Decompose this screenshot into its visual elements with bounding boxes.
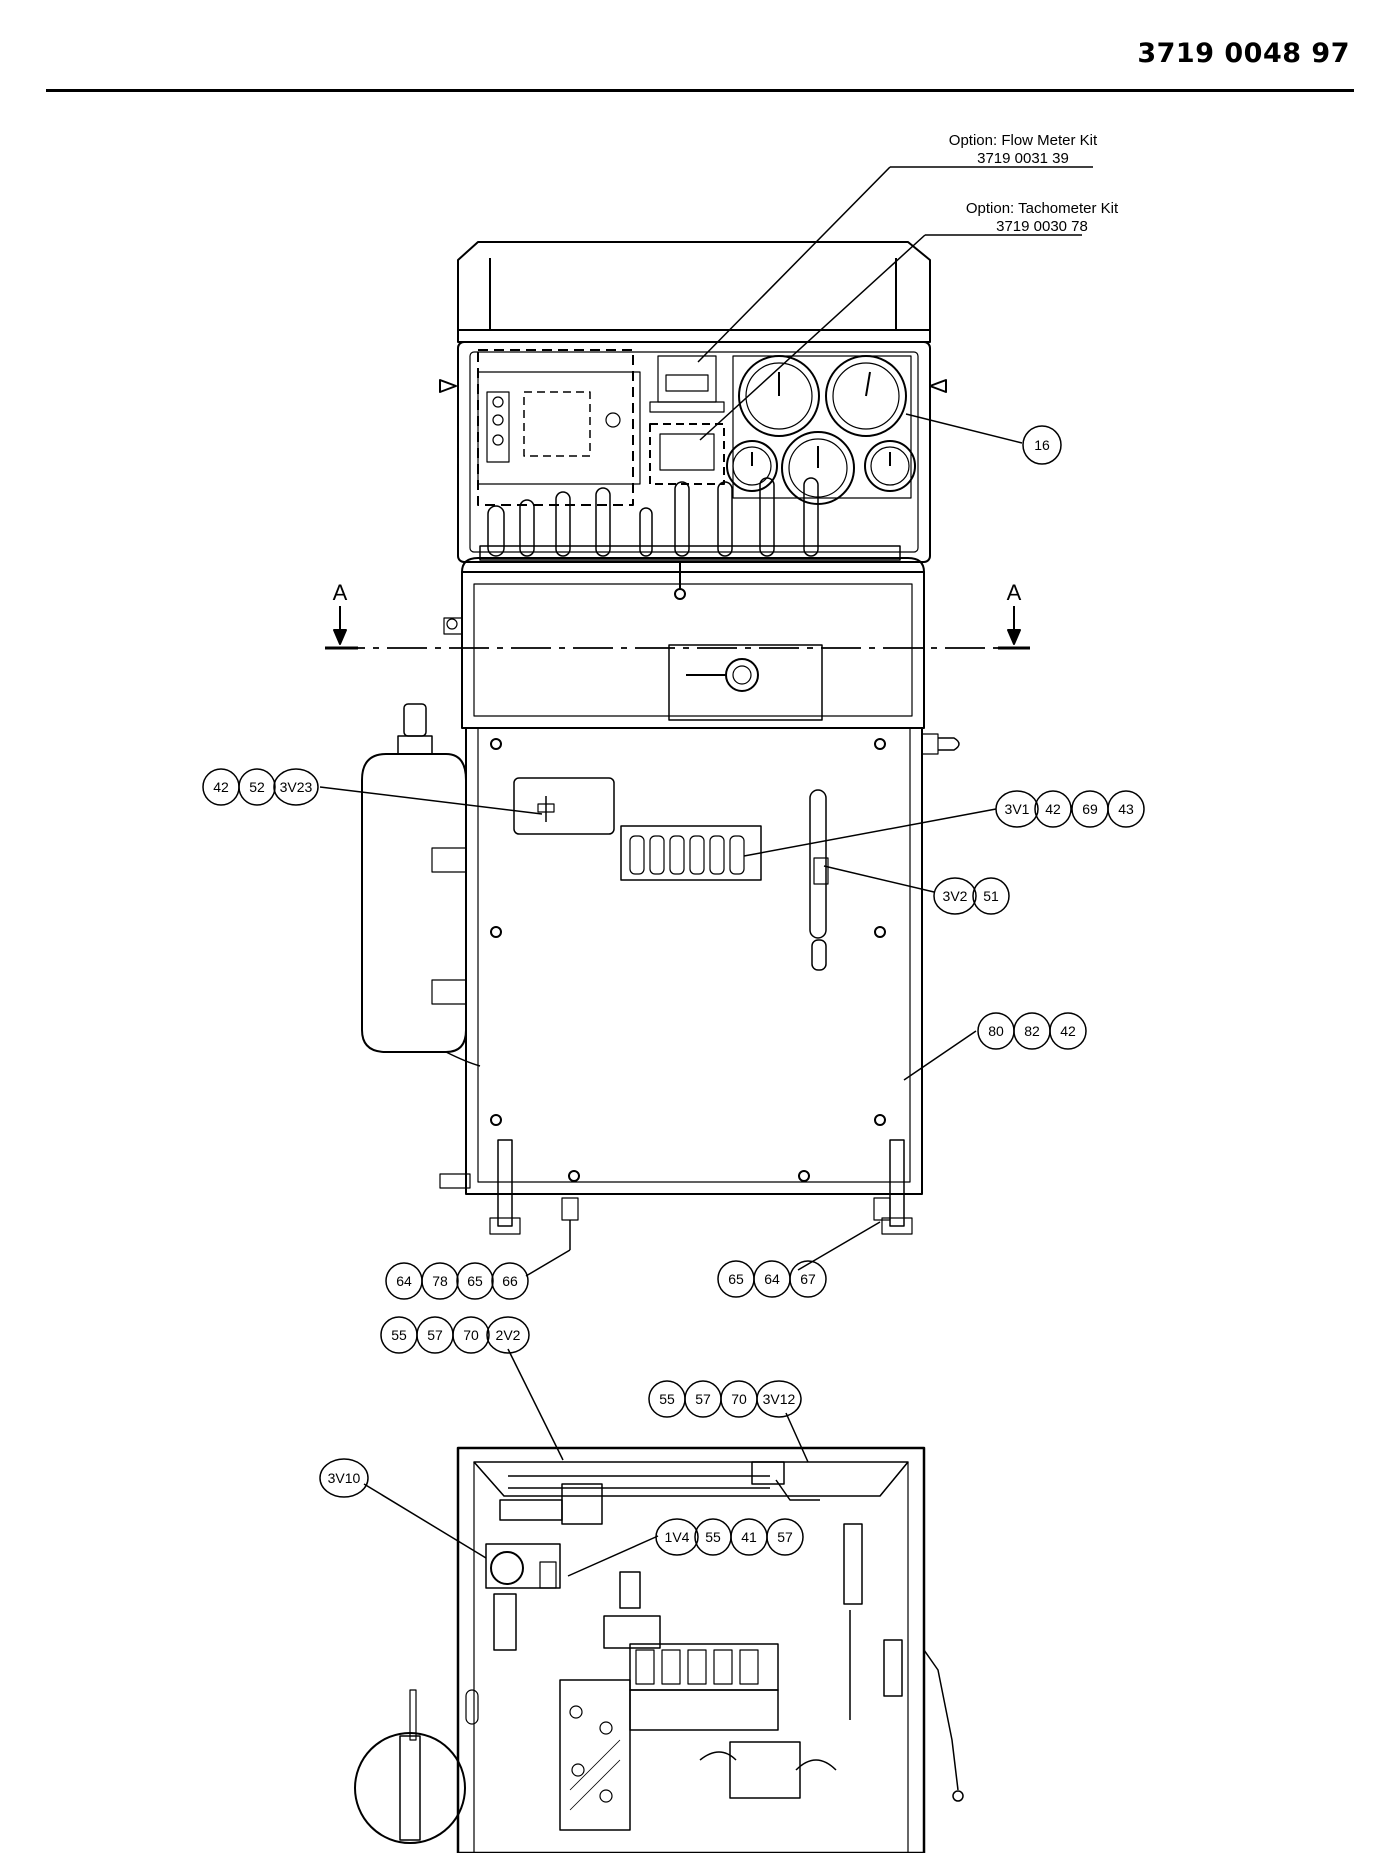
svg-text:69: 69 bbox=[1082, 801, 1098, 817]
svg-text:42: 42 bbox=[1060, 1023, 1076, 1039]
svg-text:1V4: 1V4 bbox=[665, 1529, 690, 1545]
svg-text:3V2: 3V2 bbox=[943, 888, 968, 904]
svg-text:42: 42 bbox=[213, 779, 229, 795]
svg-text:80: 80 bbox=[988, 1023, 1004, 1039]
svg-text:55: 55 bbox=[659, 1391, 675, 1407]
svg-text:70: 70 bbox=[731, 1391, 747, 1407]
svg-text:64: 64 bbox=[764, 1271, 780, 1287]
svg-text:42: 42 bbox=[1045, 801, 1061, 817]
callout-55-57-70-3V12: 55 57 70 3V12 bbox=[648, 1380, 802, 1418]
callout-55-57-70-2V2: 55 57 70 2V2 bbox=[380, 1316, 530, 1354]
svg-text:65: 65 bbox=[467, 1273, 483, 1289]
callout-3V1-42-69-43: 3V1 42 69 43 bbox=[995, 790, 1145, 828]
section-a-right-label: A bbox=[1007, 580, 1022, 605]
svg-text:57: 57 bbox=[427, 1327, 443, 1343]
svg-text:66: 66 bbox=[502, 1273, 518, 1289]
svg-text:55: 55 bbox=[705, 1529, 721, 1545]
svg-text:55: 55 bbox=[391, 1327, 407, 1343]
callout-1V4-55-41-57: 1V4 55 41 57 bbox=[655, 1518, 804, 1556]
accumulator-tank bbox=[361, 703, 481, 1067]
svg-text:64: 64 bbox=[396, 1273, 412, 1289]
front-view: A A bbox=[325, 241, 1030, 1235]
svg-text:57: 57 bbox=[777, 1529, 793, 1545]
svg-text:65: 65 bbox=[728, 1271, 744, 1287]
svg-text:3V12: 3V12 bbox=[763, 1391, 796, 1407]
tachometer-option-label: Option: Tachometer Kit bbox=[966, 200, 1119, 217]
callout-16: 16 bbox=[1022, 425, 1062, 465]
document-number: 3719 0048 97 bbox=[1137, 38, 1350, 69]
tachometer-part-number: 3719 0030 78 bbox=[996, 218, 1088, 235]
svg-text:57: 57 bbox=[695, 1391, 711, 1407]
svg-text:3V23: 3V23 bbox=[280, 779, 313, 795]
svg-text:41: 41 bbox=[741, 1529, 757, 1545]
flow-meter-option-label: Option: Flow Meter Kit bbox=[949, 132, 1098, 149]
svg-text:16: 16 bbox=[1034, 437, 1050, 453]
callout-42-52-3V23: 42 52 3V23 bbox=[202, 768, 319, 806]
flow-meter-part-number: 3719 0031 39 bbox=[977, 150, 1069, 167]
svg-text:52: 52 bbox=[249, 779, 265, 795]
header-rule bbox=[46, 89, 1354, 92]
callout-3V10: 3V10 bbox=[319, 1458, 369, 1498]
svg-text:3V1: 3V1 bbox=[1005, 801, 1030, 817]
callout-3V2-51: 3V2 51 bbox=[933, 877, 1010, 915]
svg-text:82: 82 bbox=[1024, 1023, 1040, 1039]
callout-65-64-67: 65 64 67 bbox=[717, 1260, 827, 1298]
flow-meter-leader bbox=[697, 166, 891, 363]
section-a-a-marker: A A bbox=[325, 580, 1030, 650]
svg-text:3V10: 3V10 bbox=[328, 1470, 361, 1486]
tachometer-leader bbox=[699, 234, 926, 441]
svg-text:78: 78 bbox=[432, 1273, 448, 1289]
valve-levers bbox=[479, 477, 901, 561]
section-view-a-a bbox=[354, 1446, 964, 1853]
callout-80-82-42: 80 82 42 bbox=[977, 1012, 1087, 1050]
svg-text:51: 51 bbox=[983, 888, 999, 904]
svg-text:43: 43 bbox=[1118, 801, 1134, 817]
svg-text:67: 67 bbox=[800, 1271, 816, 1287]
svg-text:2V2: 2V2 bbox=[496, 1327, 521, 1343]
section-a-left-label: A bbox=[333, 580, 348, 605]
svg-text:70: 70 bbox=[463, 1327, 479, 1343]
callout-64-78-65-66: 64 78 65 66 bbox=[385, 1262, 529, 1300]
pressure-gauges bbox=[726, 355, 916, 505]
